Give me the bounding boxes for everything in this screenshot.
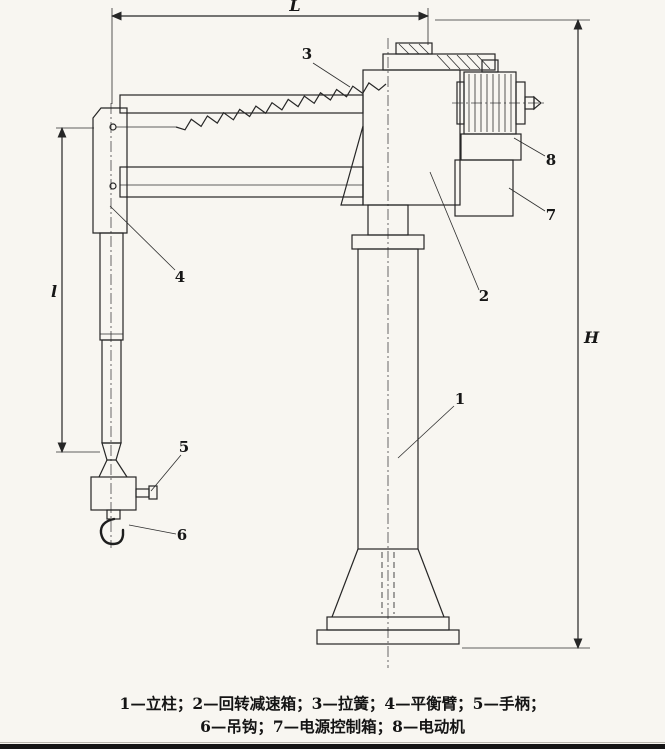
leader-line-1	[397, 405, 455, 459]
leader-line-5	[150, 454, 182, 492]
dimension-label-L: L	[288, 0, 300, 15]
part-label-3: 3	[302, 45, 312, 63]
arm-drop-tube-lower	[101, 339, 122, 444]
tension-spring-part3	[116, 82, 387, 131]
tube-taper	[101, 442, 122, 461]
part-label-1: 1	[455, 390, 465, 408]
legend-line-2: 6—吊钩；7—电源控制箱；8—电动机	[200, 717, 465, 736]
flare-left	[98, 459, 108, 478]
arm-top-chord	[119, 94, 364, 114]
motor-shaft-tip	[533, 95, 542, 111]
leader-line-4	[109, 205, 176, 271]
motor-mount	[460, 133, 522, 161]
handle-knob-part5	[148, 485, 158, 500]
control-box-part7	[454, 159, 514, 217]
part-label-2: 2	[479, 287, 489, 305]
dimension-H: H	[435, 18, 600, 650]
leader-line-7	[508, 187, 546, 212]
part-label-4: 4	[175, 268, 185, 286]
dimension-label-l: l	[51, 282, 57, 301]
legend-line-1: 1—立柱；2—回转减速箱；3—拉簧；4—平衡臂；5—手柄；	[119, 694, 546, 713]
base-skirt-left	[331, 548, 359, 618]
control-box-body	[454, 159, 514, 217]
handle-shaft-part5	[135, 488, 150, 498]
leader-line-3	[312, 62, 351, 88]
hatching	[398, 43, 491, 70]
page-edge-line	[0, 742, 665, 743]
gearbox-part2	[340, 42, 496, 206]
hook-neck	[106, 509, 121, 520]
hook-gearbox	[90, 476, 137, 511]
column-body	[357, 248, 419, 550]
dimension-L: L	[110, 0, 430, 104]
base-skirt-right	[417, 548, 445, 618]
flare-right	[115, 459, 128, 478]
part-label-6: 6	[177, 526, 187, 544]
arm-pivot-plate	[92, 107, 128, 234]
page-edge-bar	[0, 744, 665, 749]
leader-line-8	[513, 137, 546, 157]
base-plate-lower	[316, 629, 460, 645]
dimension-l: l	[51, 126, 100, 454]
motor-fins	[468, 74, 512, 132]
balance-arm-part4	[92, 94, 364, 548]
gearbox-body	[362, 69, 461, 206]
part-label-7: 7	[546, 206, 556, 224]
part-label-5: 5	[179, 438, 189, 456]
gearbox-top-block	[395, 42, 433, 55]
part-callouts: 1 2 3 4 5 6 7 8	[109, 45, 556, 544]
motor-terminal-box	[481, 59, 499, 73]
figure-legend: 1—立柱；2—回转减速箱；3—拉簧；4—平衡臂；5—手柄； 6—吊钩；7—电源控…	[0, 692, 665, 738]
spring-coil	[175, 82, 387, 131]
motor-part8	[452, 59, 545, 161]
hook-assembly	[90, 476, 158, 546]
gearbox-top-plate	[382, 53, 496, 71]
hook-part6	[99, 517, 125, 546]
gearbox-gusset	[340, 125, 364, 206]
motor-end-cap-left	[456, 81, 465, 125]
leader-line-6	[128, 524, 177, 535]
dimension-label-H: H	[583, 328, 600, 347]
column-part1	[316, 38, 460, 668]
leader-line-2	[429, 171, 480, 291]
arm-bottom-beam	[119, 166, 364, 198]
part-label-8: 8	[546, 151, 556, 169]
pivot-bolt	[109, 182, 117, 190]
arm-drop-tube-upper	[99, 232, 124, 341]
